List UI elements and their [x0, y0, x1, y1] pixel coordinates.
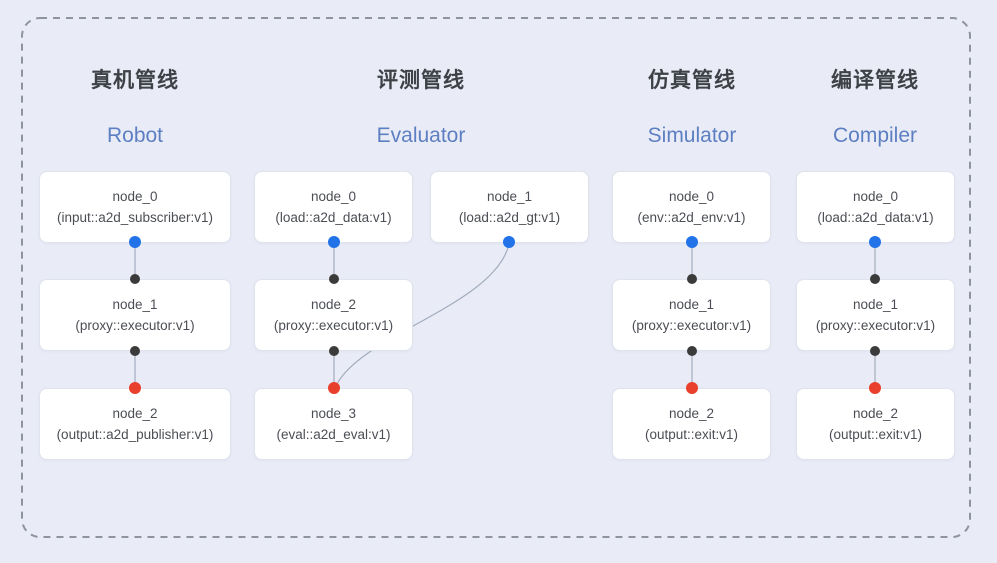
node-name: node_1 — [486, 189, 533, 204]
node-type: (proxy::executor:v1) — [75, 318, 195, 333]
pipeline-title-en-compiler: Compiler — [832, 124, 918, 147]
node-type: (env::a2d_env:v1) — [637, 210, 746, 225]
node-type: (load::a2d_gt:v1) — [458, 210, 561, 225]
node-name: node_2 — [310, 297, 357, 312]
node-box-evaluator-node3: node_3 (eval::a2d_eval:v1) — [254, 388, 413, 460]
node-name: node_2 — [112, 406, 158, 421]
pipeline-title-zh-simulator: 仿真管线 — [648, 69, 736, 92]
node-box-evaluator-node1: node_1 (load::a2d_gt:v1) — [430, 171, 589, 243]
node-name: node_0 — [668, 189, 715, 204]
node-box-robot-node2: node_2 (output::a2d_publisher:v1) — [39, 388, 231, 460]
node-name: node_2 — [668, 406, 715, 421]
node-name: node_0 — [852, 189, 899, 204]
pipeline-title-en-evaluator: Evaluator — [376, 124, 466, 147]
node-box-simulator-node2: node_2 (output::exit:v1) — [612, 388, 771, 460]
edge-curve-gt-to-eval — [335, 243, 510, 387]
node-box-robot-node1: node_1 (proxy::executor:v1) — [39, 279, 231, 351]
node-name: node_0 — [310, 189, 357, 204]
sink-port-dot — [328, 382, 340, 394]
node-box-simulator-node0: node_0 (env::a2d_env:v1) — [612, 171, 771, 243]
node-name: node_2 — [852, 406, 899, 421]
source-port-dot — [686, 236, 698, 248]
sink-port-dot — [686, 382, 698, 394]
pipeline-title-en-robot: Robot — [106, 124, 164, 147]
node-type: (output::exit:v1) — [644, 427, 739, 442]
node-type: (proxy::executor:v1) — [815, 318, 936, 333]
node-box-compiler-node2: node_2 (output::exit:v1) — [796, 388, 955, 460]
mid-port-dot — [870, 274, 880, 284]
node-name: node_0 — [112, 189, 158, 204]
node-name: node_1 — [852, 297, 899, 312]
mid-port-dot — [687, 274, 697, 284]
node-type: (output::exit:v1) — [828, 427, 923, 442]
pipeline-title-zh-robot: 真机管线 — [91, 69, 179, 92]
mid-port-dot — [329, 274, 339, 284]
pipeline-title-zh-evaluator: 评测管线 — [377, 69, 465, 92]
node-type: (load::a2d_data:v1) — [275, 210, 392, 225]
diagram-border-rect — [21, 17, 971, 538]
node-type: (proxy::executor:v1) — [631, 318, 752, 333]
source-port-dot — [129, 236, 141, 248]
node-box-evaluator-node2: node_2 (proxy::executor:v1) — [254, 279, 413, 351]
node-type: (output::a2d_publisher:v1) — [56, 427, 214, 442]
node-box-evaluator-node0: node_0 (load::a2d_data:v1) — [254, 171, 413, 243]
node-type: (input::a2d_subscriber:v1) — [56, 210, 214, 225]
node-name: node_1 — [668, 297, 715, 312]
mid-port-dot — [870, 346, 880, 356]
node-name: node_3 — [310, 406, 357, 421]
node-box-simulator-node1: node_1 (proxy::executor:v1) — [612, 279, 771, 351]
source-port-dot — [869, 236, 881, 248]
node-type: (eval::a2d_eval:v1) — [276, 427, 391, 442]
mid-port-dot — [687, 346, 697, 356]
sink-port-dot — [869, 382, 881, 394]
source-port-dot — [328, 236, 340, 248]
node-type: (proxy::executor:v1) — [273, 318, 394, 333]
source-port-dot — [503, 236, 515, 248]
mid-port-dot — [130, 274, 140, 284]
node-box-robot-node0: node_0 (input::a2d_subscriber:v1) — [39, 171, 231, 243]
node-box-compiler-node0: node_0 (load::a2d_data:v1) — [796, 171, 955, 243]
node-box-compiler-node1: node_1 (proxy::executor:v1) — [796, 279, 955, 351]
mid-port-dot — [130, 346, 140, 356]
pipeline-title-en-simulator: Simulator — [647, 124, 737, 147]
mid-port-dot — [329, 346, 339, 356]
node-name: node_1 — [112, 297, 158, 312]
pipeline-title-zh-compiler: 编译管线 — [831, 69, 919, 92]
node-type: (load::a2d_data:v1) — [817, 210, 934, 225]
sink-port-dot — [129, 382, 141, 394]
